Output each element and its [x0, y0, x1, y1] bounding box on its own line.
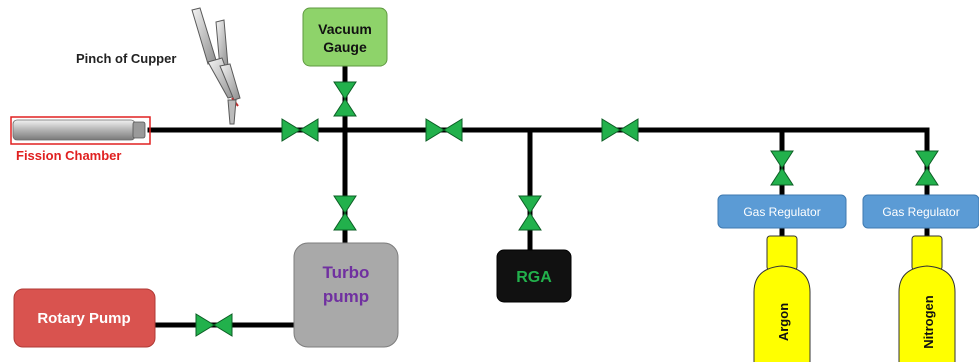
gas-regulator-label: Gas Regulator — [743, 205, 820, 219]
argon-cylinder[interactable]: Argon — [753, 235, 811, 362]
fission-chamber-label: Fission Chamber — [16, 148, 121, 163]
fission-chamber-cap — [132, 121, 146, 139]
vacuum-gauge-label-line2: Gauge — [323, 39, 367, 55]
gas-regulator-argon[interactable]: Gas Regulator — [717, 194, 847, 229]
valve-icon[interactable] — [333, 81, 357, 117]
cylinder-neck — [911, 235, 943, 271]
cylinder-body — [898, 265, 956, 362]
gas-regulator-label: Gas Regulator — [882, 205, 959, 219]
rga-box — [496, 249, 572, 303]
cylinder-body — [753, 265, 811, 362]
rotary-pump-box — [13, 288, 156, 348]
turbo-pump-box — [293, 242, 399, 348]
fission-chamber[interactable]: Fission Chamber — [10, 116, 151, 163]
valve-icon[interactable] — [333, 195, 357, 231]
fission-chamber-frame — [10, 116, 151, 145]
pliers-icon — [191, 7, 241, 125]
cylinder-neck — [766, 235, 798, 271]
nitrogen-cylinder[interactable]: Nitrogen — [898, 235, 956, 362]
valve-icon[interactable] — [195, 313, 233, 337]
rga[interactable]: RGA — [496, 249, 572, 303]
vacuum-gauge-label-line1: Vacuum — [318, 21, 372, 37]
valve-icon[interactable] — [601, 118, 639, 142]
pipes — [147, 63, 930, 328]
turbo-pump[interactable]: Turbo pump — [293, 242, 399, 348]
valve-icon[interactable] — [425, 118, 463, 142]
fission-chamber-tube — [12, 119, 136, 141]
gas-regulator-box — [862, 194, 979, 229]
nitrogen-label: Nitrogen — [921, 295, 936, 349]
valve-icon[interactable] — [518, 195, 542, 231]
vacuum-gauge-box — [302, 7, 388, 67]
vacuum-gauge[interactable]: Vacuum Gauge — [302, 7, 388, 67]
valve-icon[interactable] — [915, 150, 939, 186]
rga-label: RGA — [516, 269, 552, 286]
rotary-pump-label: Rotary Pump — [37, 310, 130, 327]
turbo-pump-label-line2: pump — [323, 287, 369, 306]
argon-label: Argon — [776, 303, 791, 341]
gas-regulator-nitrogen[interactable]: Gas Regulator — [862, 194, 979, 229]
turbo-pump-label-line1: Turbo — [323, 263, 370, 282]
valve-icon[interactable] — [770, 150, 794, 186]
pinch-label: Pinch of Cupper — [76, 51, 176, 66]
valve-icon[interactable] — [281, 118, 319, 142]
gas-regulator-box — [717, 194, 847, 229]
rotary-pump[interactable]: Rotary Pump — [13, 288, 156, 348]
